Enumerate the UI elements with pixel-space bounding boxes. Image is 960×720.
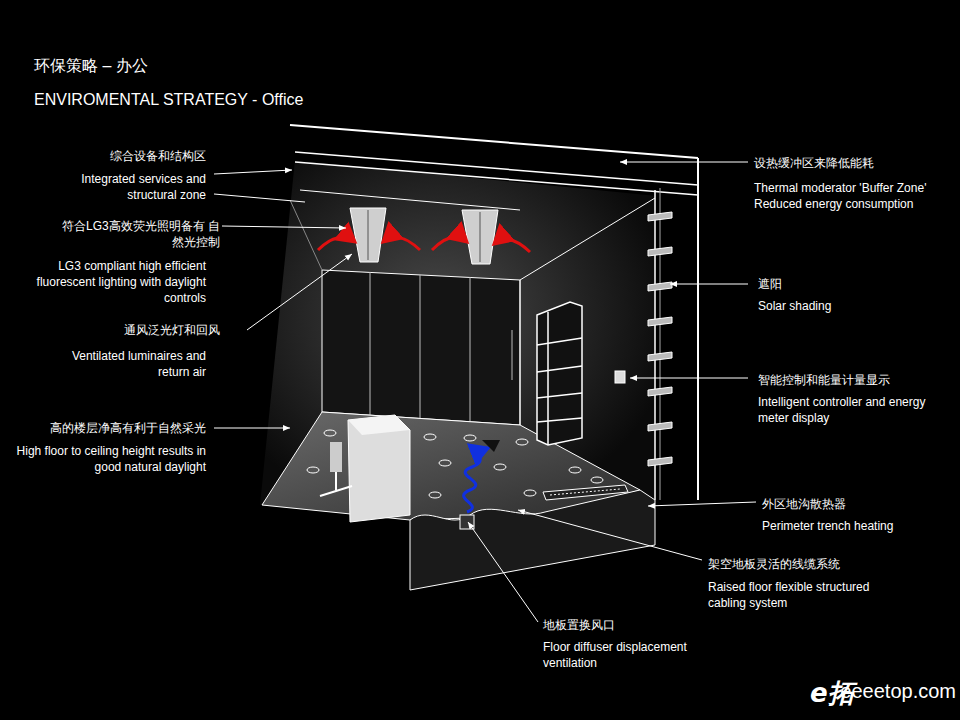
callout-label-en: High floor to ceiling height results in …	[6, 443, 206, 475]
callout-label-en: Raised floor flexible structured cabling…	[708, 579, 900, 611]
callout-label-en: Floor diffuser displacement ventilation	[543, 639, 715, 671]
callout-label-cn: 地板置换风口	[543, 617, 693, 633]
callout-label-en: Ventilated luminaires and return air	[46, 348, 206, 380]
callout-label-cn: 外区地沟散热器	[762, 496, 942, 512]
callout-label-en: Intelligent controller and energy meter …	[758, 394, 954, 426]
callout-label-en: Solar shading	[758, 298, 908, 314]
callout-label-cn: 符合LG3高效荧光照明备有 自然光控制	[52, 218, 220, 250]
callout-label-cn: 通风泛光灯和回风	[20, 322, 220, 338]
page-title: 环保策略 – 办公	[34, 55, 148, 77]
watermark-text: eeeetop.com	[840, 678, 956, 705]
callout-label-cn: 遮阳	[758, 276, 908, 292]
callout-label-en: Thermal moderator 'Buffer Zone' Reduced …	[754, 180, 952, 212]
callout-label-cn: 设热缓冲区来降低能耗	[754, 155, 944, 171]
page-subtitle: ENVIROMENTAL STRATEGY - Office	[34, 89, 303, 111]
callout-label-cn: 综合设备和结构区	[6, 148, 206, 164]
callout-label-en: Perimeter trench heating	[762, 518, 952, 534]
callout-label-cn: 高的楼层净高有利于自然采光	[6, 420, 206, 436]
callout-label-en: Integrated services and structural zone	[56, 171, 206, 203]
callout-label-cn: 架空地板灵活的线缆系统	[708, 556, 908, 572]
callout-label-cn: 智能控制和能量计量显示	[758, 372, 948, 388]
callout-label-en: LG3 compliant high efficient fluorescent…	[36, 258, 206, 306]
